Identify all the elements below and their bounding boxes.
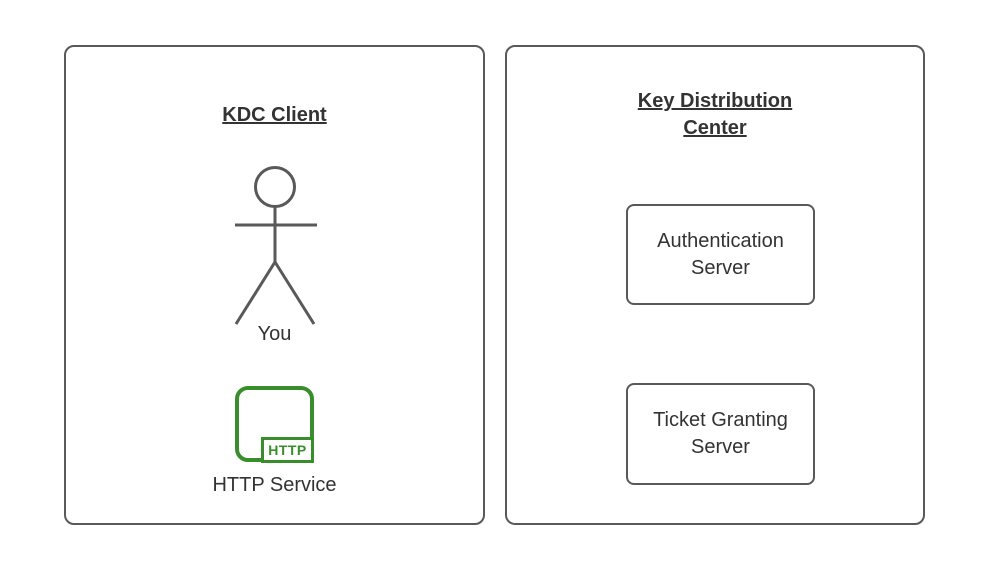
- authentication-server-node: Authentication Server: [626, 204, 815, 305]
- key-distribution-center-title: Key Distribution Center: [637, 90, 793, 139]
- kdc-client-panel: KDC Client You HTTP HTTP Service: [64, 45, 485, 525]
- key-distribution-center-panel: Key Distribution Center Authentication S…: [505, 45, 925, 525]
- http-badge-text: HTTP: [261, 437, 314, 463]
- actor-label: You: [257, 323, 292, 345]
- kdc-client-title: KDC Client: [222, 104, 327, 126]
- stick-figure-actor-icon: [234, 166, 317, 325]
- ticket-granting-server-label: Ticket Granting Server: [653, 409, 788, 458]
- http-service-icon: HTTP: [235, 386, 314, 463]
- http-service-label: HTTP Service: [212, 474, 337, 496]
- authentication-server-label: Authentication Server: [657, 229, 784, 279]
- ticket-granting-server-node: Ticket Granting Server: [626, 383, 815, 485]
